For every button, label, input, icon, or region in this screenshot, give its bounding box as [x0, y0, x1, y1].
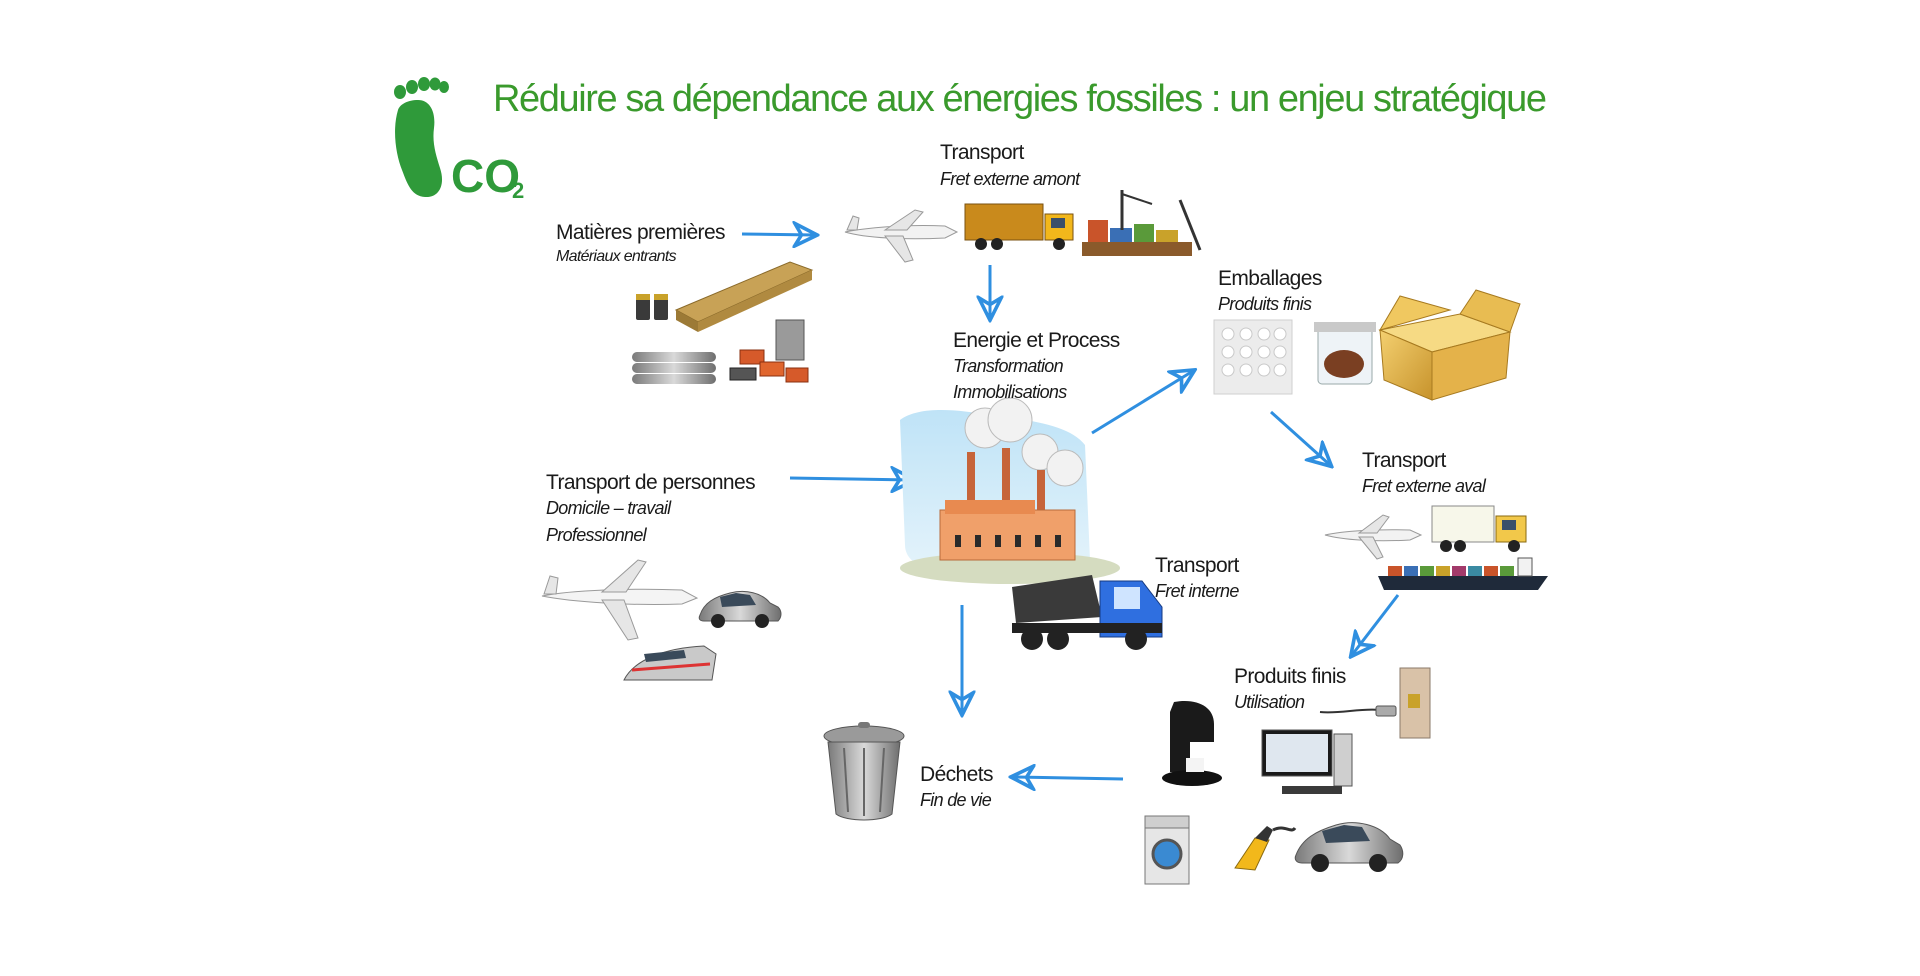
car-icon [1294, 822, 1404, 872]
coffee-machine-icon [1162, 700, 1222, 786]
airplane-icon [541, 559, 699, 641]
node-transport-aval-label: Transport [1362, 449, 1446, 472]
node-matieres-sub: Matériaux entrants [556, 248, 677, 265]
logo-co-text: CO [451, 150, 520, 202]
node-transport-amont-sub: Fret externe amont [940, 169, 1080, 189]
battery-icon [636, 294, 668, 320]
bubble-wrap-icon [1213, 319, 1293, 395]
plug-icon [1319, 667, 1431, 739]
cargo-ship-icon [1082, 190, 1202, 256]
truck-icon [964, 203, 1074, 250]
node-matieres-label: Matières premières [556, 221, 726, 244]
airplane-icon [1324, 514, 1423, 560]
node-personnes-sub-2: Professionnel [546, 525, 647, 545]
arrow-transport-to-produits [1352, 594, 1400, 655]
arrow-personnes-to-factory [789, 478, 913, 480]
node-transport-interne-label: Transport [1155, 554, 1239, 577]
node-emballages-label: Emballages [1218, 267, 1322, 290]
dump-truck-icon [1012, 575, 1163, 650]
computer-icon [1261, 729, 1353, 794]
arrow-produits-to-dechets [1013, 777, 1124, 779]
factory-icon [900, 397, 1120, 584]
node-transport-amont-label: Transport [940, 141, 1024, 164]
page-title: Réduire sa dépendance aux énergies fossi… [493, 78, 1547, 120]
node-transport-aval-sub: Fret externe aval [1362, 476, 1486, 496]
node-energie-sub-1: Transformation [953, 356, 1064, 376]
node-produits-sub: Utilisation [1234, 692, 1305, 712]
fuel-nozzle-icon [1234, 826, 1297, 871]
node-personnes-label: Transport de personnes [546, 471, 756, 494]
metal-pipes-icon [632, 352, 716, 384]
airplane-icon [844, 209, 959, 263]
node-transport-interne-sub: Fret interne [1155, 581, 1239, 601]
wood-plank-icon [674, 261, 814, 332]
bricks-icon [729, 319, 809, 383]
node-dechets-label: Déchets [920, 763, 993, 786]
node-emballages-sub: Produits finis [1218, 294, 1312, 314]
arrow-emballages-to-transport [1269, 410, 1330, 465]
node-personnes-sub-1: Domicile – travail [546, 498, 671, 518]
cardboard-box-icon [1378, 289, 1521, 401]
cargo-ship-icon [1378, 557, 1548, 590]
node-energie-label: Energie et Process [953, 329, 1120, 352]
node-energie-sub-2: Immobilisations [953, 382, 1067, 402]
washing-machine-icon [1144, 815, 1190, 885]
flow-arrows [741, 234, 1400, 779]
logo-subscript-text: 2 [512, 178, 524, 203]
train-icon [623, 645, 717, 681]
footprint-icon [394, 77, 449, 198]
arrow-factory-to-emballages [1091, 371, 1193, 435]
truck-icon [1431, 505, 1527, 552]
arrow-matieres-to-transport [741, 234, 815, 235]
bag-icon [1314, 322, 1376, 385]
car-icon [698, 590, 782, 628]
trash-can-icon [823, 722, 905, 821]
node-produits-label: Produits finis [1234, 665, 1346, 688]
node-dechets-sub: Fin de vie [920, 790, 992, 810]
